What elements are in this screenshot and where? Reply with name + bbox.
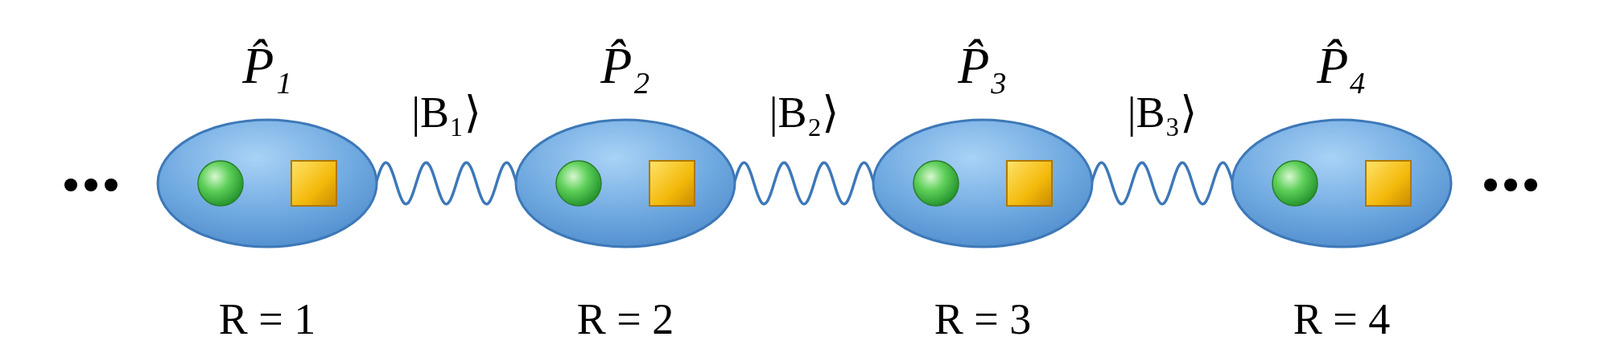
site-outline [157,119,377,248]
particle-site: P̂₂R = 2 [514,118,737,249]
site-outline [1232,119,1452,248]
dot [1504,178,1518,192]
site-index: R = 1 [218,297,316,342]
site-index: R = 3 [934,297,1031,342]
projector-label: P̂₁ [242,40,292,92]
site-outline [515,119,735,248]
yellow-particle [291,160,337,207]
dot [64,178,78,192]
projector-label: P̂₃ [957,40,1007,92]
green-particle [197,160,244,207]
yellow-particle [1006,160,1052,207]
site-ellipse [156,118,379,249]
bond-wave [375,162,517,204]
bond-state-label: |B₁⟩ [411,90,482,135]
particle-site: P̂₁R = 1 [156,118,379,249]
particle-site: P̂₃R = 3 [871,118,1094,249]
dot [1524,178,1538,192]
projector-label: P̂₂ [600,40,650,92]
dot [1484,178,1497,192]
dot [104,178,118,192]
bond-state-label: |B₃⟩ [1127,90,1198,135]
yellow-particle [1365,160,1411,207]
site-index: R = 4 [1293,297,1390,342]
site-ellipse [514,118,737,249]
projector-label: P̂₄ [1316,40,1366,92]
site-outline [873,119,1093,248]
dot [84,178,98,192]
site-ellipse [871,118,1094,249]
particle-site: P̂₄R = 4 [1230,118,1453,249]
site-index: R = 2 [577,297,674,342]
green-particle [556,160,602,207]
yellow-particle [649,160,695,207]
bond-state-label: |B₂⟩ [769,90,840,135]
bond-wave [1091,162,1233,204]
bond-wave [734,162,875,204]
green-particle [1272,160,1318,207]
green-particle [913,160,959,207]
site-ellipse [1230,118,1453,249]
